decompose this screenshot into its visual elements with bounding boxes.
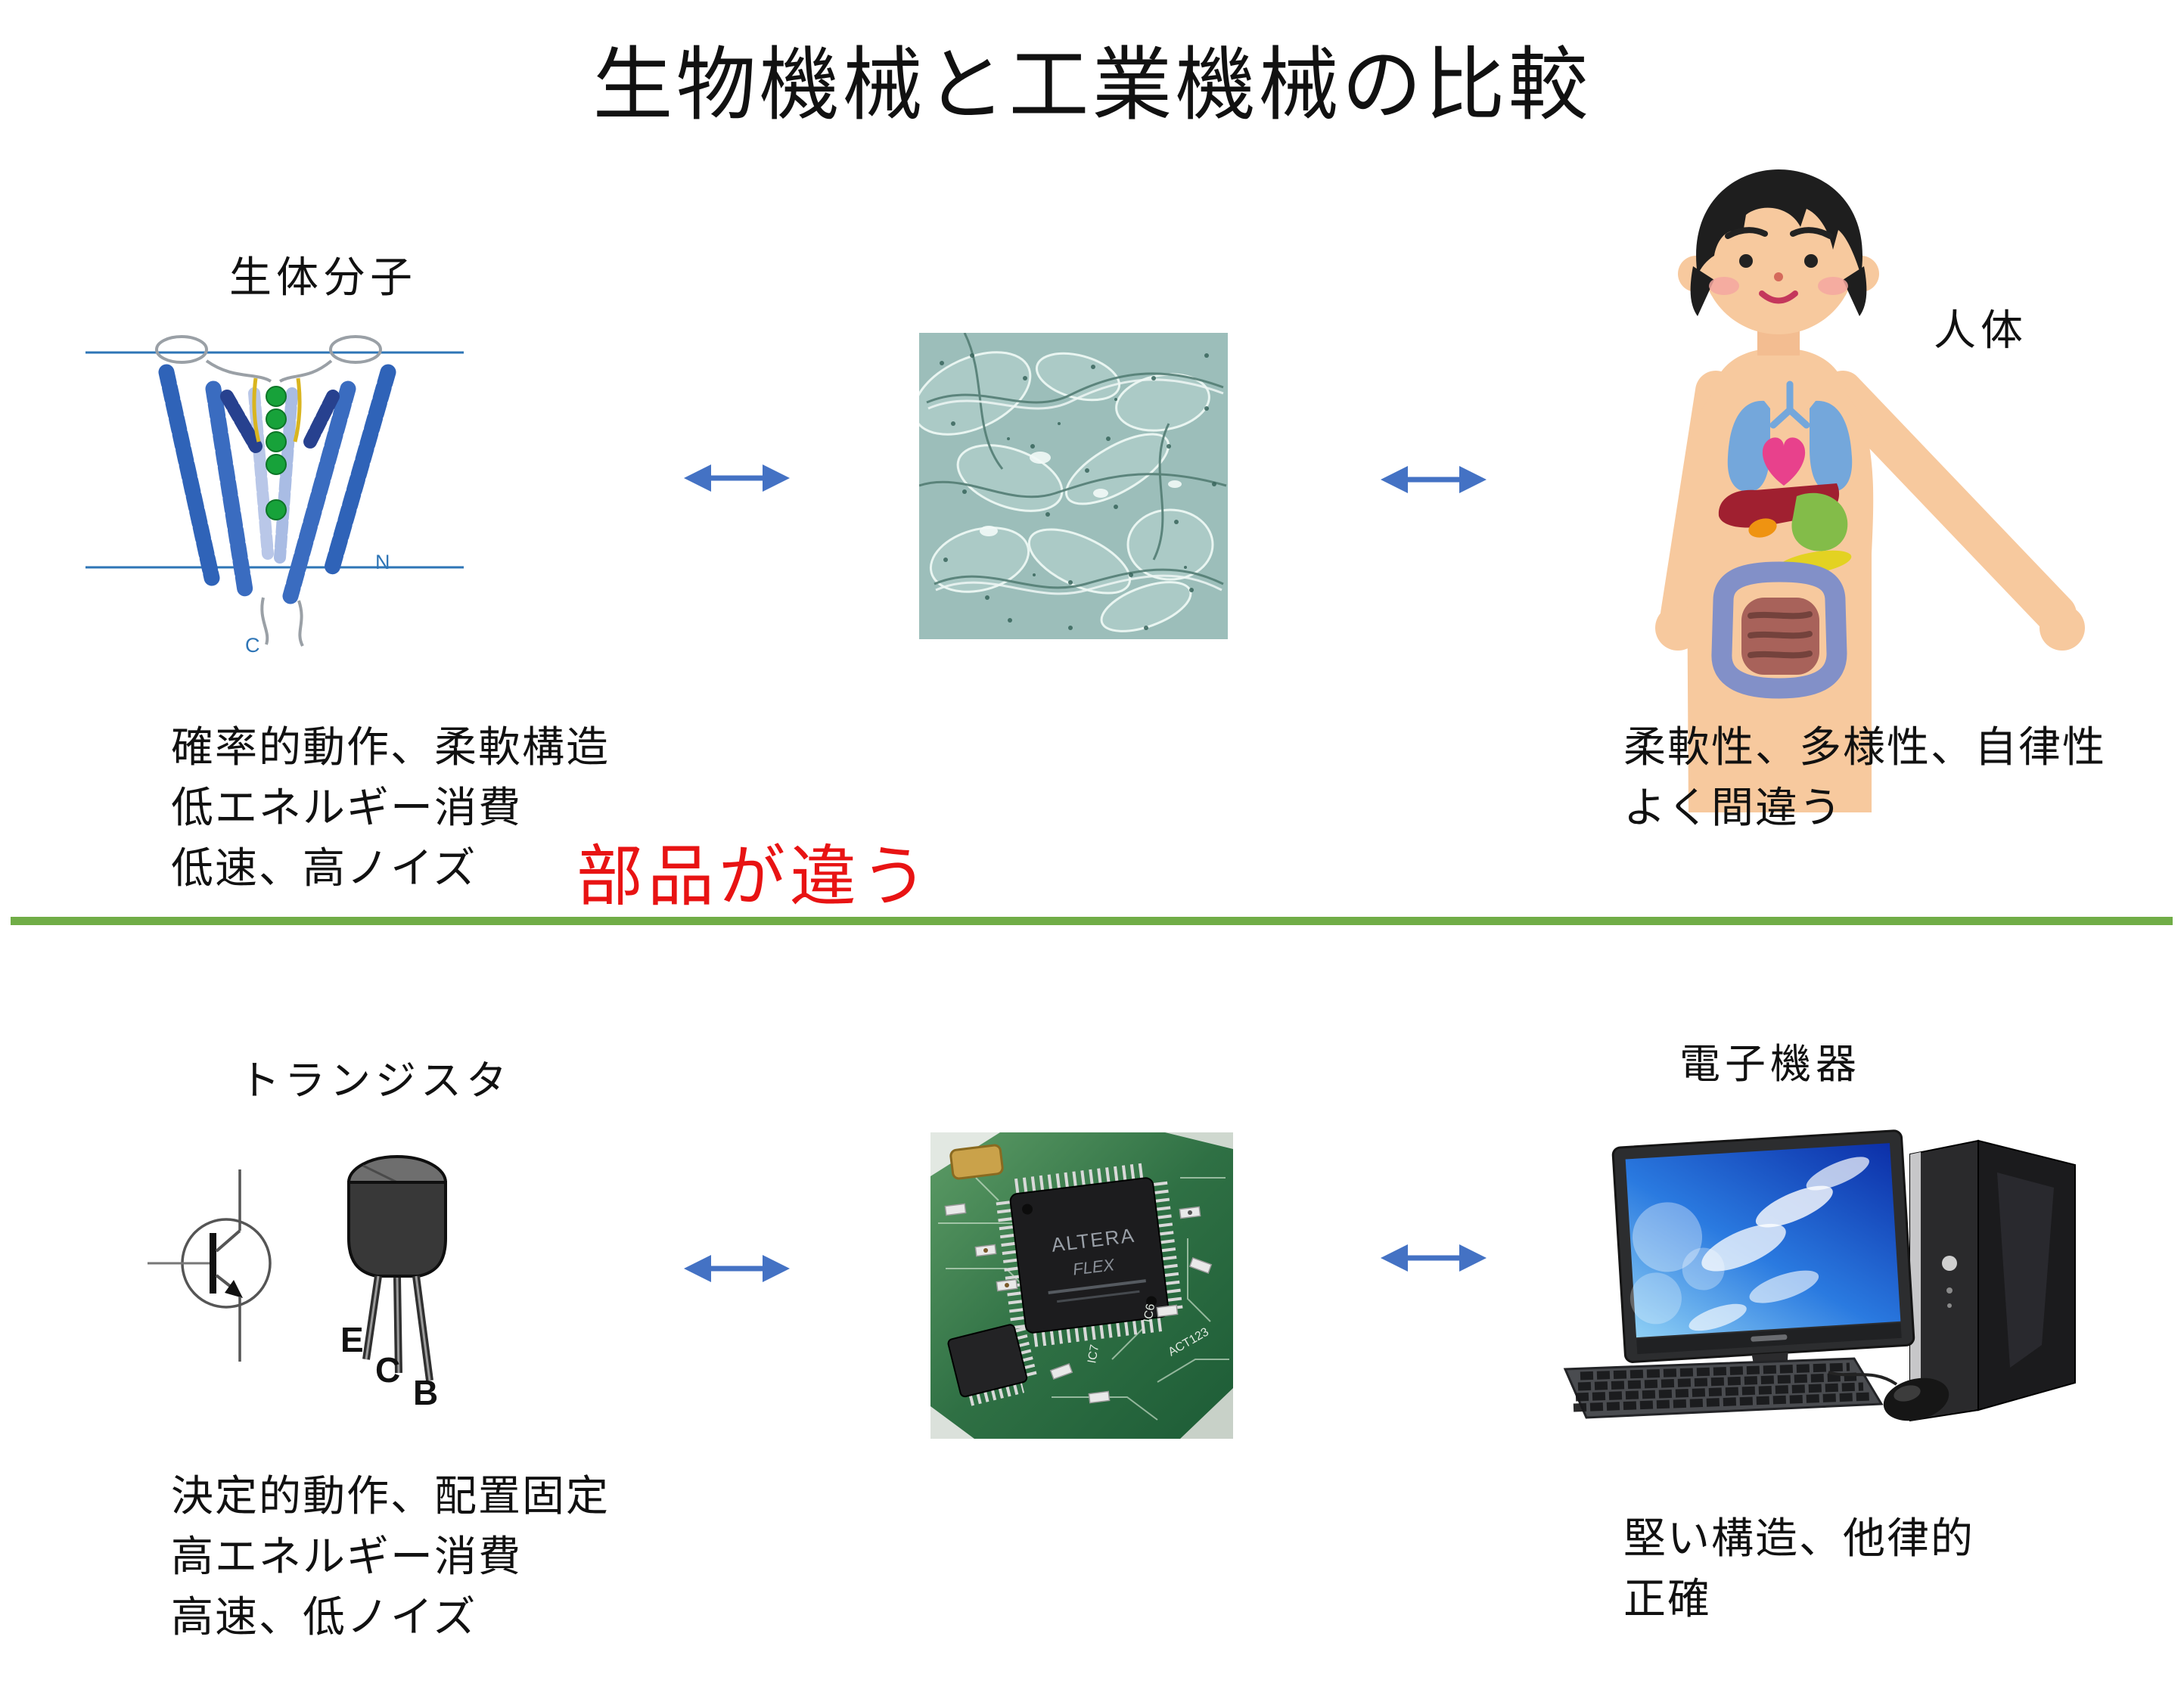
note-line: 決定的動作、配置固定 bbox=[171, 1472, 610, 1520]
divider-callout: 部品が違う bbox=[576, 839, 933, 914]
silkscreen-text: IC7 bbox=[1086, 1343, 1101, 1365]
note-line: 高エネルギー消費 bbox=[171, 1533, 522, 1580]
monitor bbox=[1611, 1129, 1915, 1393]
protein-filter-strands bbox=[252, 377, 302, 443]
hair-side-right bbox=[1843, 266, 1867, 316]
cell-bodies bbox=[919, 351, 1214, 632]
keyboard bbox=[1563, 1357, 1884, 1419]
facial-features bbox=[1709, 227, 1848, 304]
body-notes: 柔軟性、多様性、自律性 よく間違う bbox=[1623, 717, 2106, 838]
hair bbox=[1696, 169, 1862, 275]
transistor-legs bbox=[362, 1275, 433, 1381]
pin-label-e: E bbox=[340, 1320, 364, 1359]
power-button bbox=[1942, 1256, 1957, 1271]
cell-body-arrow-icon bbox=[1381, 466, 1487, 493]
cell-highlights bbox=[927, 378, 1224, 595]
note-line: 低エネルギー消費 bbox=[171, 784, 522, 831]
board-device-arrow-icon bbox=[1381, 1244, 1487, 1272]
organs bbox=[1711, 380, 1853, 699]
board-corner-highlight bbox=[930, 1406, 974, 1439]
molecule-notes: 確率的動作、柔軟構造 低エネルギー消費 低速、高ノイズ bbox=[171, 717, 610, 899]
ion-spheres bbox=[266, 386, 287, 520]
desktop-computer-illustration bbox=[1563, 1129, 2076, 1422]
molecule-cell-arrow-icon bbox=[684, 464, 790, 492]
protein-loops bbox=[155, 335, 382, 647]
cell-micrograph-image bbox=[919, 333, 1228, 639]
cell-boundaries bbox=[919, 333, 1227, 589]
right-lung bbox=[1810, 400, 1853, 492]
note-line: 堅い構造、他律的 bbox=[1623, 1514, 1974, 1562]
protein-channel-illustration: N C bbox=[85, 335, 464, 657]
hair-side-left bbox=[1690, 266, 1714, 316]
left-lung bbox=[1727, 400, 1770, 492]
stomach bbox=[1791, 492, 1848, 551]
board-corner-highlight bbox=[1180, 1388, 1233, 1439]
biomolecule-label: 生体分子 bbox=[229, 253, 417, 301]
board-components bbox=[944, 1144, 1213, 1404]
human-body-illustration bbox=[1655, 169, 2085, 812]
right-hand bbox=[2040, 605, 2085, 651]
circuit-board-image: ALTERA FLEX bbox=[930, 1132, 1233, 1439]
pin-label-b: B bbox=[413, 1373, 438, 1407]
note-line: 確率的動作、柔軟構造 bbox=[171, 723, 610, 771]
trachea bbox=[1769, 380, 1810, 429]
protein-terminal-c: C bbox=[245, 634, 260, 657]
transistor-label: トランジスタ bbox=[239, 1058, 511, 1104]
mouse bbox=[1828, 1371, 1949, 1421]
section-divider-line bbox=[11, 917, 2173, 925]
protein-front-helices bbox=[158, 364, 396, 604]
human-body-label: 人体 bbox=[1934, 306, 2027, 354]
cell-granules bbox=[940, 353, 1216, 630]
transistor-symbol-icon bbox=[148, 1169, 272, 1362]
note-line: 低速、高ノイズ bbox=[171, 844, 477, 892]
gallbladder bbox=[1748, 518, 1777, 538]
note-line: 高速、低ノイズ bbox=[171, 1593, 477, 1641]
computer-tower bbox=[1909, 1139, 2076, 1422]
large-intestine bbox=[1711, 561, 1847, 699]
cell-glints bbox=[980, 452, 1182, 536]
large-chip: ALTERA FLEX bbox=[996, 1163, 1183, 1347]
heart bbox=[1762, 437, 1806, 486]
note-line: 柔軟性、多様性、自律性 bbox=[1623, 723, 2106, 771]
page-title: 生物機械と工業機械の比較 bbox=[592, 41, 1592, 130]
screen-clouds bbox=[1629, 1157, 1869, 1331]
device-notes: 堅い構造、他律的 正確 bbox=[1623, 1508, 1974, 1629]
transistor-notes: 決定的動作、配置固定 高エネルギー消費 高速、低ノイズ bbox=[171, 1466, 610, 1648]
pin-label-c: C bbox=[375, 1350, 400, 1390]
silkscreen-text: IC6 bbox=[1142, 1303, 1157, 1324]
board-corner-highlight bbox=[1165, 1132, 1233, 1149]
note-line: よく間違う bbox=[1623, 784, 1843, 831]
electronic-device-label: 電子機器 bbox=[1679, 1042, 1861, 1087]
transistor-board-arrow-icon bbox=[684, 1255, 790, 1282]
protein-terminal-n: N bbox=[375, 551, 390, 573]
note-line: 正確 bbox=[1623, 1575, 1711, 1623]
transistor-package-illustration: E C B bbox=[340, 1155, 447, 1407]
